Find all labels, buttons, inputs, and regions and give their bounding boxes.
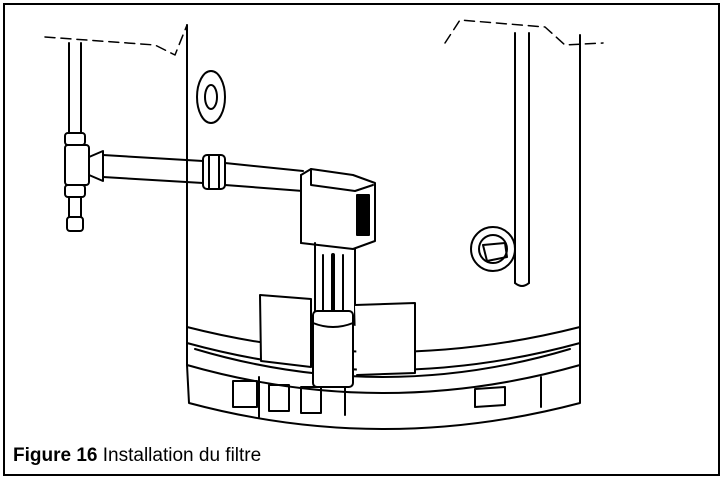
figure-number: Figure 16 [13,445,98,466]
water-heater-tank [186,24,581,353]
protective-sheet [259,294,416,388]
tank-base-ring [186,320,581,430]
figure-caption: Figure 16 Installation du filtre [13,445,261,467]
figure-caption-text: Installation du filtre [102,445,262,466]
figure-frame: Figure 16 Installation du filtre [3,3,720,476]
background-dashed-lines [44,19,604,56]
filter-assembly [300,168,376,326]
filter-installation-drawing [44,19,604,430]
horizontal-pipe [88,150,304,192]
vertical-supply-pipe [64,42,90,232]
